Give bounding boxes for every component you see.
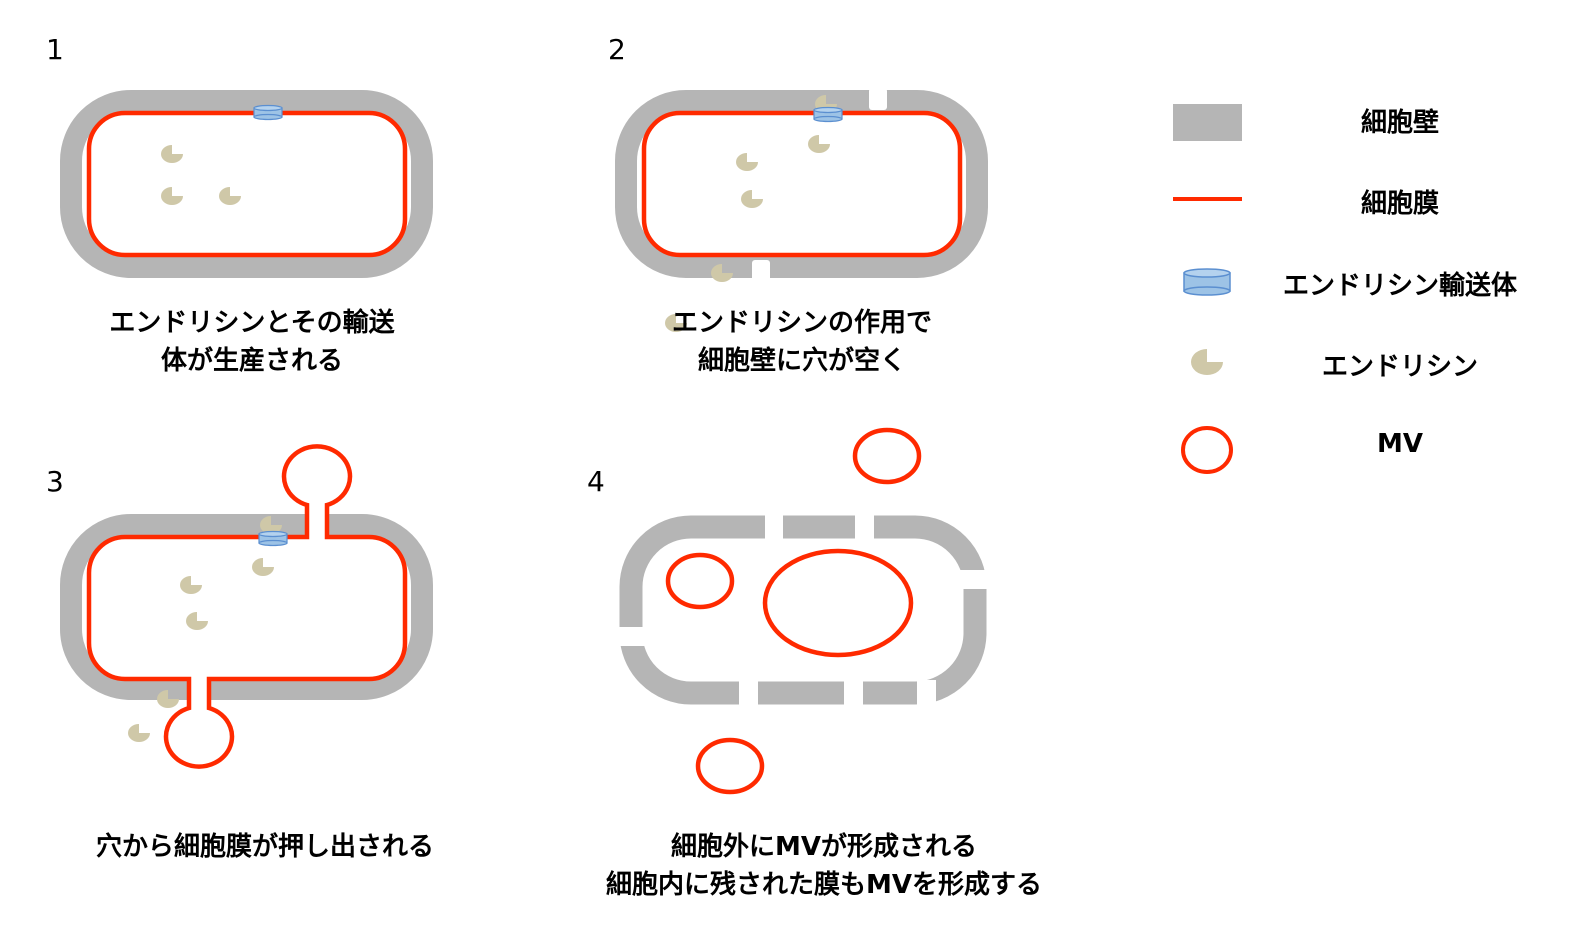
wall-gap xyxy=(917,680,936,710)
panel-1-caption: エンドリシンとその輸送 体が生産される xyxy=(52,304,452,380)
caption-line: 細胞内に残された膜もMVを形成する xyxy=(606,870,1042,900)
mv-circle-icon xyxy=(1181,426,1233,474)
legend-label-transporter: エンドリシン輸送体 xyxy=(1282,271,1517,301)
cell-wall xyxy=(60,90,433,278)
legend-icons xyxy=(1173,104,1242,474)
wall-gap xyxy=(855,510,874,540)
cell-wall-swatch-icon xyxy=(1173,104,1242,141)
legend-label-mv: MV xyxy=(1377,429,1423,459)
panel-number: 1 xyxy=(46,33,64,66)
transporter-icon xyxy=(258,530,288,547)
panel-4-cell xyxy=(610,427,995,795)
panel-number: 4 xyxy=(587,465,605,498)
panel-2-caption: エンドリシンの作用で 細胞壁に穴が空く xyxy=(602,304,1002,380)
panel-number: 3 xyxy=(46,465,64,498)
caption-line: 細胞外にMVが形成される xyxy=(671,832,977,862)
endolysin-pie-icon xyxy=(1191,349,1223,375)
mv-vesicle xyxy=(695,737,765,795)
transporter-cylinder-icon xyxy=(1183,268,1231,296)
cell-membrane xyxy=(86,444,408,769)
mv-vesicle xyxy=(762,548,914,658)
panel-number: 2 xyxy=(608,33,626,66)
wall-gap xyxy=(844,680,863,710)
panel-3-cell xyxy=(60,444,433,769)
legend-label-endolysin: エンドリシン xyxy=(1321,352,1478,382)
wall-gap xyxy=(955,570,995,589)
panel-4-caption: 細胞外にMVが形成される 細胞内に残された膜もMVを形成する xyxy=(524,828,1124,904)
cell-membrane xyxy=(641,110,963,258)
cell-membrane xyxy=(86,110,408,258)
cell-wall xyxy=(615,90,988,278)
mv-vesicle xyxy=(852,427,922,485)
caption-line: 細胞壁に穴が空く xyxy=(697,346,906,376)
transporter-icon xyxy=(253,104,283,121)
caption-line: 体が生産される xyxy=(160,346,343,376)
legend-label-cell-wall: 細胞壁 xyxy=(1360,108,1439,138)
legend-label-cell-membrane: 細胞膜 xyxy=(1360,189,1439,219)
panel-3-caption: 穴から細胞膜が押し出される xyxy=(40,828,490,866)
wall-hole xyxy=(752,260,770,282)
panel-2-cell xyxy=(615,88,988,332)
transporter-icon xyxy=(813,106,843,123)
wall-gap xyxy=(765,510,783,540)
caption-line: 穴から細胞膜が押し出される xyxy=(95,832,434,862)
caption-line: エンドリシンとその輸送 xyxy=(109,308,395,338)
wall-hole xyxy=(869,88,887,110)
cell-wall xyxy=(619,515,987,705)
endolysin-icon xyxy=(128,724,150,742)
caption-line: エンドリシンの作用で xyxy=(671,308,932,338)
panel-1-cell xyxy=(60,90,433,278)
wall-gap xyxy=(610,627,650,646)
wall-gap xyxy=(739,680,758,710)
cell-wall xyxy=(60,514,433,700)
mv-vesicle xyxy=(665,552,735,610)
